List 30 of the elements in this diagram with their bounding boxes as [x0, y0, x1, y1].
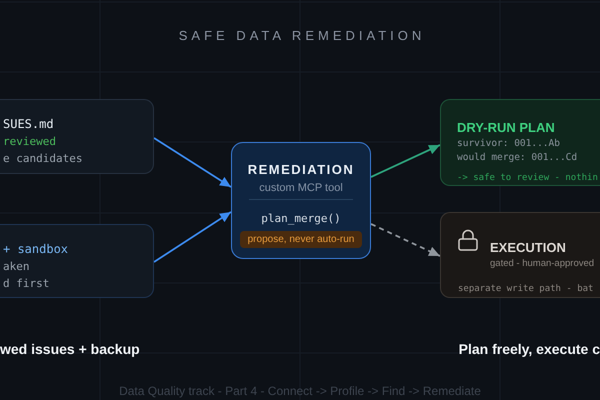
tool-card: [231, 142, 371, 259]
diagram-title: SAFE DATA REMEDIATION: [178, 27, 426, 45]
arrow: [370, 223, 440, 257]
function-name: plan_merge(): [261, 211, 341, 227]
arrow: [370, 144, 440, 178]
plan-card: [440, 99, 600, 186]
status-text: -> safe to review - nothin: [457, 172, 598, 185]
detail-text: d first: [3, 276, 50, 292]
card-title: DRY-RUN PLAN: [457, 119, 555, 137]
detail-text: survivor: 001...Ab: [457, 137, 560, 151]
detail-text: aken: [3, 259, 30, 275]
card-title: REMEDIATION: [248, 161, 354, 179]
card-title: SUES.md: [3, 116, 54, 133]
detail-text: e candidates: [3, 151, 82, 167]
card-title: EXECUTION: [490, 239, 566, 257]
subtitle: gated - human-approved: [490, 257, 594, 271]
card-title: + sandbox: [3, 241, 68, 258]
source-card: [0, 224, 154, 298]
subtitle: custom MCP tool: [259, 181, 343, 196]
arrow: [154, 211, 232, 263]
execution-card: [440, 212, 600, 298]
caption: wed issues + backup: [0, 340, 140, 358]
caption: Plan freely, execute c: [458, 340, 600, 358]
arrow: [154, 137, 232, 188]
detail-text: would merge: 001...Cd: [457, 151, 578, 165]
status-text: reviewed: [3, 134, 56, 150]
source-card: [0, 99, 154, 174]
note-tag: propose, never auto-run: [240, 231, 362, 248]
detail-text: separate write path - bat: [458, 283, 594, 296]
footer-text: Data Quality track - Part 4 - Connect -> Profile -> Find -> Remediate: [119, 384, 481, 398]
